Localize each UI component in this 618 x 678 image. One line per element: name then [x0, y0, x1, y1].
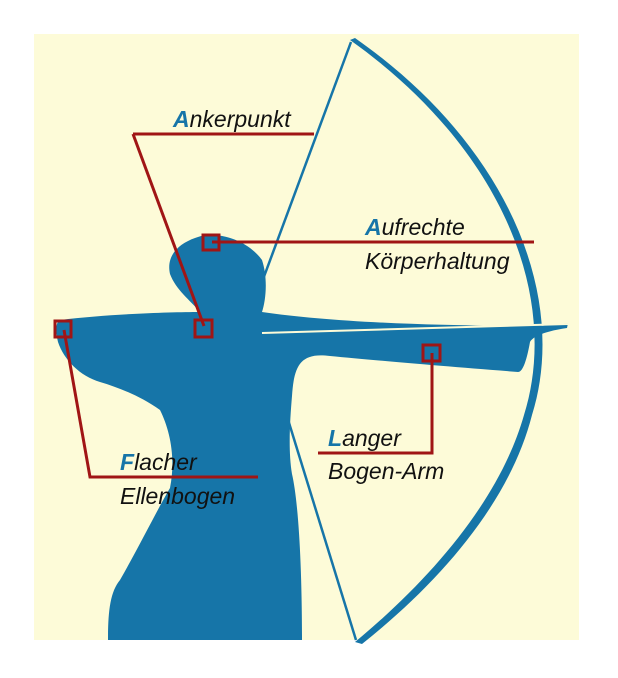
elbow-label-text: lacher — [134, 449, 197, 475]
posture-label-text: ufrechte — [381, 214, 465, 240]
anchor-marker — [193, 318, 214, 339]
elbow-label-line1: Flacher — [120, 451, 197, 474]
bow-arm-label-second-line: Bogen-Arm — [328, 458, 445, 484]
bow-arm-marker — [421, 343, 442, 363]
posture-label-line2: Körperhaltung — [365, 250, 510, 273]
posture-marker — [201, 233, 221, 252]
anchor-label: Ankerpunkt — [173, 108, 291, 131]
posture-label-initial: A — [365, 214, 382, 240]
archer-silhouette — [56, 234, 568, 640]
bow-arm-label-line2: Bogen-Arm — [328, 460, 444, 483]
anchor-label-initial: A — [173, 106, 190, 132]
elbow-marker — [53, 319, 73, 339]
bow-arm-label-text: anger — [342, 425, 401, 451]
bow-limb — [350, 38, 543, 644]
anchor-pointer-line — [131, 133, 206, 327]
bow-arm-leader-line — [318, 353, 434, 455]
elbow-leader-line — [62, 329, 258, 479]
bow-arm-label-initial: L — [328, 425, 343, 451]
posture-label-second-line: Körperhaltung — [365, 248, 510, 274]
anchor-label-text: nkerpunkt — [189, 106, 291, 132]
posture-label-line1: Aufrechte — [365, 216, 465, 239]
elbow-label-second-line: Ellenbogen — [120, 483, 236, 509]
elbow-label-line2: Ellenbogen — [120, 485, 235, 508]
bow-arm-label-line1: Langer — [328, 427, 401, 450]
arrow — [261, 323, 569, 334]
elbow-label-initial: F — [120, 449, 135, 475]
